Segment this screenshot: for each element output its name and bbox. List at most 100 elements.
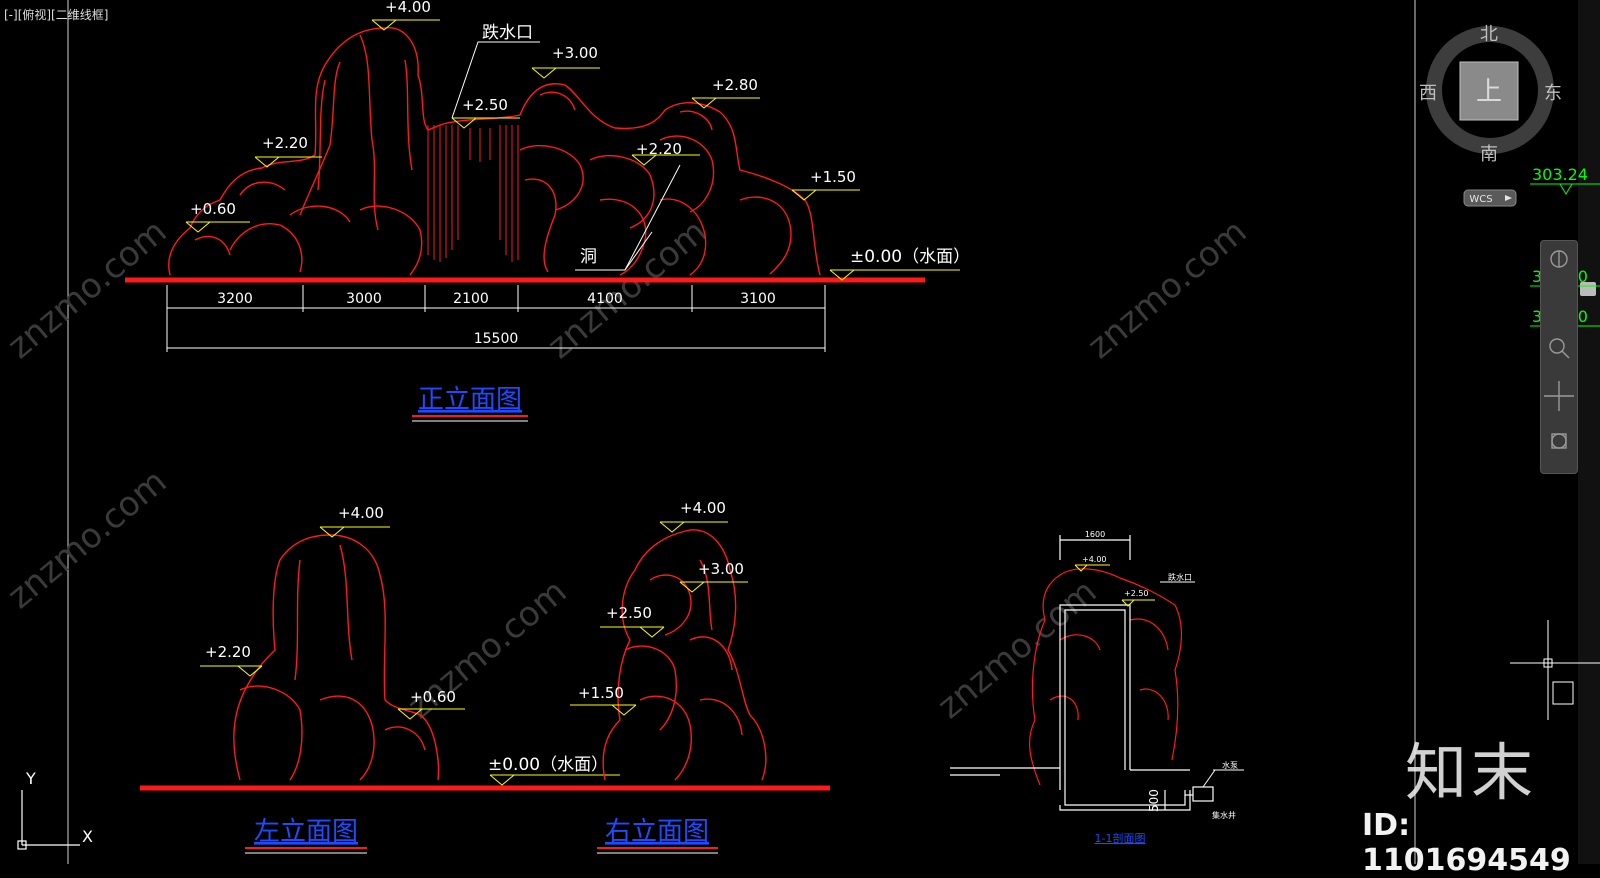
right-rock-outline [602,529,767,781]
svg-text:+2.50: +2.50 [1124,589,1149,598]
crosshair-cursor [1510,620,1600,720]
chevron-down-icon[interactable] [1505,195,1512,201]
elevation-mark: +4.00 [659,499,728,533]
svg-text:±0.00（水面）: ±0.00（水面） [488,755,608,775]
elevation-mark: +4.00 [1074,555,1110,572]
section-waterfall-label: 跌水口 [1168,572,1192,582]
waterfall-hatch [427,125,519,262]
orbit-icon[interactable] [1551,433,1567,449]
elevation-mark: +2.50 [451,96,520,129]
svg-text:+3.00: +3.00 [698,560,744,578]
compass-west[interactable]: 西 [1419,83,1437,104]
elevation-mark: +4.00 [371,0,440,31]
svg-text:+4.00: +4.00 [680,499,726,517]
front-elevation: +4.00 +3.00 +2.80 +2.50 +2.20 +2.20 +1.5… [125,0,970,422]
waterfall-label: 跌水口 [482,23,533,43]
wcs-button[interactable] [1463,189,1517,207]
dim-total: 15500 [474,331,519,347]
left-elevation: +4.00 +2.20 +0.60 ±0.00（水面） 左立面图 [140,504,830,854]
svg-text:+2.20: +2.20 [636,140,682,158]
pump-label: 水泵 [1222,760,1238,770]
svg-text:znzmo.com: znzmo.com [0,462,174,617]
ucs-x-label: X [82,827,93,846]
front-elevation-title: 正立面图 [418,385,522,415]
viewport-controls[interactable]: [-][俯视][二维线框] [4,8,109,22]
dim-value: 4100 [587,291,623,307]
svg-text:303.24: 303.24 [1532,165,1588,184]
elevation-mark: +1.50 [570,684,637,716]
dim-value: 3000 [346,291,382,307]
elevation-mark: +2.80 [691,76,760,109]
elevation-mark: +2.20 [631,140,700,166]
svg-text:znzmo.com: znzmo.com [930,572,1104,727]
front-rock-outline [168,27,821,276]
ucs-icon [17,790,80,850]
section-depth-dim: 500 [1147,789,1161,812]
section-rock-outline [1029,568,1183,786]
cave-label: 洞 [580,247,597,267]
annotation-leaders [451,41,681,271]
left-elevation-title: 左立面图 [254,817,358,847]
svg-text:znzmo.com: znzmo.com [0,212,174,367]
scrollbar-track[interactable] [1578,0,1600,864]
svg-text:znzmo.com: znzmo.com [1080,212,1254,367]
zoom-icon[interactable] [1549,338,1570,359]
wcs-label[interactable]: WCS [1469,194,1492,205]
elevation-mark: +0.60 [185,200,250,233]
svg-text:+2.50: +2.50 [462,96,508,114]
elevation-mark: +2.20 [254,134,322,168]
dim-value: 2100 [453,291,489,307]
svg-text:+1.50: +1.50 [810,168,856,186]
svg-text:+3.00: +3.00 [552,44,598,62]
section-title: 1-1剖面图 [1095,831,1146,845]
svg-text:+2.80: +2.80 [712,76,758,94]
pan-icon[interactable] [1544,381,1574,411]
elevation-mark: +3.00 [679,560,748,593]
elevation-mark: +3.00 [531,44,600,79]
watermark-logo: 知末 [1405,736,1538,809]
svg-text:+0.60: +0.60 [190,200,236,218]
navigation-bar[interactable] [1540,240,1578,474]
leader [1202,769,1216,788]
viewcube[interactable]: 上 北 南 西 东 WCS [1419,24,1562,207]
elevation-mark: +2.50 [600,604,665,638]
left-rock-outline [233,534,440,781]
svg-text:±0.00（水面）: ±0.00（水面） [850,247,970,267]
front-water-level: ±0.00（水面） [829,247,970,281]
elevation-mark: +4.00 [319,504,390,538]
viewcube-top-label[interactable]: 上 [1476,77,1502,107]
steering-wheel-icon[interactable] [1550,250,1568,268]
svg-text:+4.00: +4.00 [385,0,431,16]
right-elevation-title: 右立面图 [605,817,709,847]
right-elevation: +4.00 +3.00 +2.50 +1.50 右立面图 [570,499,767,854]
svg-text:znzmo.com: znzmo.com [540,212,714,367]
viewcube-ring[interactable] [1426,26,1554,154]
svg-text:+1.50: +1.50 [578,684,624,702]
svg-text:+2.20: +2.20 [262,134,308,152]
front-elevation-markers: +4.00 +3.00 +2.80 +2.50 +2.20 +2.20 +1.5… [185,0,860,233]
compass-south[interactable]: 南 [1480,144,1498,165]
elevation-mark: +2.20 [200,643,263,677]
elevation-mark: +2.50 [1121,589,1155,607]
ucs-y-label: Y [25,769,36,788]
front-dimension-values: 3200 3000 2100 4100 3100 15500 [217,291,776,347]
svg-text:+2.20: +2.20 [205,643,251,661]
section-1-1: 1600 +4.00 +2.50 跌水口 水泵 集水井 500 1-1剖面图 [950,530,1244,845]
dim-value: 3200 [217,291,253,307]
compass-north[interactable]: 北 [1480,24,1498,45]
svg-text:+4.00: +4.00 [1082,555,1107,564]
well-label: 集水井 [1212,810,1236,820]
viewcube-top-face[interactable] [1459,61,1519,121]
compass-east[interactable]: 东 [1544,83,1562,104]
watermark-id: ID: 1101694549 [1362,808,1571,878]
svg-text:+4.00: +4.00 [338,504,384,522]
section-width-dim: 1600 [1085,530,1105,539]
svg-text:+2.50: +2.50 [606,604,652,622]
elevation-mark: +0.60 [397,688,465,720]
left-water-level: ±0.00（水面） [488,755,620,786]
dim-value: 3100 [740,291,776,307]
elevation-mark: +1.50 [791,168,860,201]
front-dimensions [166,285,826,352]
section-structure [950,535,1214,811]
